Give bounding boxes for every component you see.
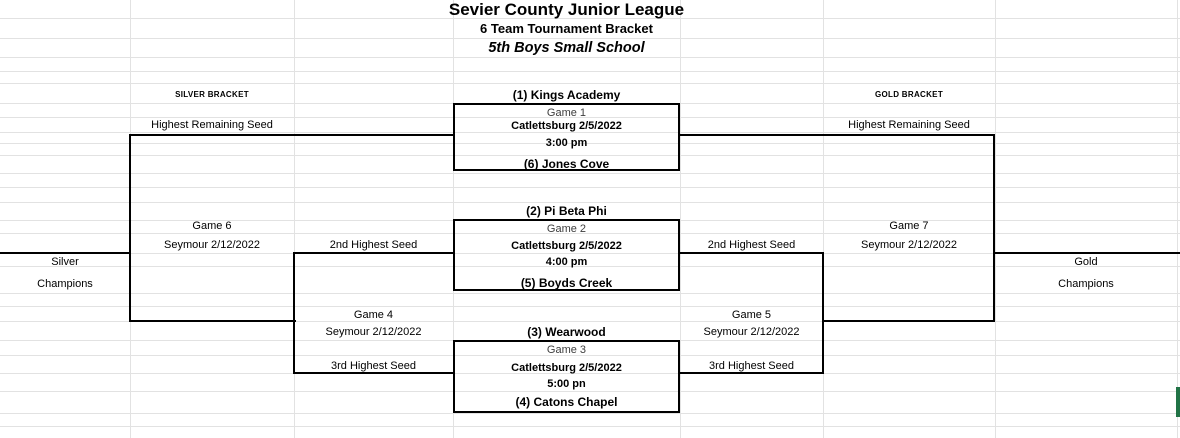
gridline-horizontal: [0, 306, 1180, 307]
gridline-horizontal: [0, 57, 1180, 58]
gridline-horizontal: [0, 132, 1180, 133]
silver-champion-label-1: Silver: [51, 256, 79, 268]
gold-seed1-label: Highest Remaining Seed: [848, 119, 970, 131]
bracket-line-gold-seed1: [678, 134, 995, 136]
gridline-horizontal: [0, 413, 1180, 414]
game1-bottom-team: (6) Jones Cove: [523, 157, 610, 171]
silver-bracket-header: SILVER BRACKET: [175, 90, 249, 99]
gridline-horizontal: [0, 117, 1180, 118]
bracket-line-gold-champion: [995, 252, 1180, 254]
bracket-line-gold-semifinal-winner: [823, 320, 995, 322]
gold-champion-label-1: Gold: [1074, 256, 1098, 268]
game3-top-team: (3) Wearwood: [527, 325, 606, 339]
gridline-horizontal: [0, 293, 1180, 294]
bracket-line-silver-seed2: [294, 252, 455, 254]
gridline-vertical: [680, 0, 681, 438]
gridline-horizontal: [0, 38, 1180, 39]
silver-semifinal-date: Seymour 2/12/2022: [325, 326, 422, 338]
gridline-vertical: [823, 0, 824, 438]
page-division: 5th Boys Small School: [488, 40, 645, 56]
silver-champion-label-2: Champions: [37, 278, 93, 290]
gridline-horizontal: [0, 71, 1180, 72]
bracket-line-gold-seed2: [678, 252, 823, 254]
game2-bottom-team: (5) Boyds Creek: [520, 276, 613, 290]
game1-top-team: (1) Kings Academy: [512, 88, 621, 102]
gridline-horizontal: [0, 155, 1180, 156]
game3-location: Catlettsburg 2/5/2022: [511, 362, 622, 374]
gridline-horizontal: [0, 83, 1180, 84]
gridline-horizontal: [0, 143, 1180, 144]
game2-time: 4:00 pm: [545, 256, 588, 268]
silver-final-date: Seymour 2/12/2022: [163, 239, 260, 251]
game2-label: Game 2: [546, 223, 587, 235]
gold-final-label: Game 7: [889, 220, 929, 232]
bracket-line-silver-final-vertical: [129, 134, 131, 322]
gridline-horizontal: [0, 233, 1180, 234]
game3-label: Game 3: [546, 344, 587, 356]
gridline-vertical: [294, 0, 295, 438]
silver-final-label: Game 6: [192, 220, 232, 232]
page-subtitle: 6 Team Tournament Bracket: [480, 21, 653, 36]
gridline-horizontal: [0, 187, 1180, 188]
silver-seed3-label: 3rd Highest Seed: [331, 360, 416, 372]
gold-bracket-header: GOLD BRACKET: [874, 90, 944, 99]
game2-box: [453, 219, 680, 291]
gridline-horizontal: [0, 253, 1180, 254]
game1-location: Catlettsburg 2/5/2022: [511, 120, 622, 132]
page-title: Sevier County Junior League: [448, 0, 685, 19]
gridline-horizontal: [0, 391, 1180, 392]
bracket-line-gold-seed3: [678, 372, 823, 374]
gridline-horizontal: [0, 266, 1180, 267]
game2-top-team: (2) Pi Beta Phi: [526, 204, 607, 218]
gold-semifinal-label: Game 5: [731, 309, 772, 321]
bracket-line-silver-semifinal-vertical: [293, 252, 295, 374]
gridline-horizontal: [0, 373, 1180, 374]
silver-seed1-label: Highest Remaining Seed: [151, 119, 273, 131]
game1-label: Game 1: [546, 107, 587, 119]
gridline-horizontal: [0, 173, 1180, 174]
gold-seed2-label: 2nd Highest Seed: [707, 239, 796, 251]
bracket-line-gold-semifinal-vertical: [822, 252, 824, 374]
bracket-line-silver-semifinal-winner: [130, 320, 296, 322]
gridline-vertical: [995, 0, 996, 438]
gridline-horizontal: [0, 18, 1180, 19]
gridline-horizontal: [0, 321, 1180, 322]
game1-box: [453, 103, 680, 171]
gridline-horizontal: [0, 202, 1180, 203]
bracket-line-silver-seed3: [294, 372, 455, 374]
bracket-line-silver-seed1: [130, 134, 455, 136]
gold-final-date: Seymour 2/12/2022: [860, 239, 957, 251]
game3-box: [453, 340, 680, 413]
selected-cell-indicator: [1176, 387, 1180, 417]
gridline-horizontal: [0, 426, 1180, 427]
game2-location: Catlettsburg 2/5/2022: [511, 240, 622, 252]
gold-champion-label-2: Champions: [1058, 278, 1114, 290]
silver-semifinal-label: Game 4: [353, 309, 394, 321]
bracket-line-gold-final-vertical: [993, 134, 995, 322]
gold-semifinal-date: Seymour 2/12/2022: [703, 326, 800, 338]
gridline-horizontal: [0, 355, 1180, 356]
silver-seed2-label: 2nd Highest Seed: [329, 239, 418, 251]
bracket-line-silver-champion: [0, 252, 131, 254]
gridline-vertical: [1177, 0, 1178, 438]
game1-time: 3:00 pm: [545, 137, 588, 149]
game3-bottom-team: (4) Catons Chapel: [515, 395, 618, 409]
gold-seed3-label: 3rd Highest Seed: [709, 360, 794, 372]
game3-time: 5:00 pn: [547, 378, 586, 390]
